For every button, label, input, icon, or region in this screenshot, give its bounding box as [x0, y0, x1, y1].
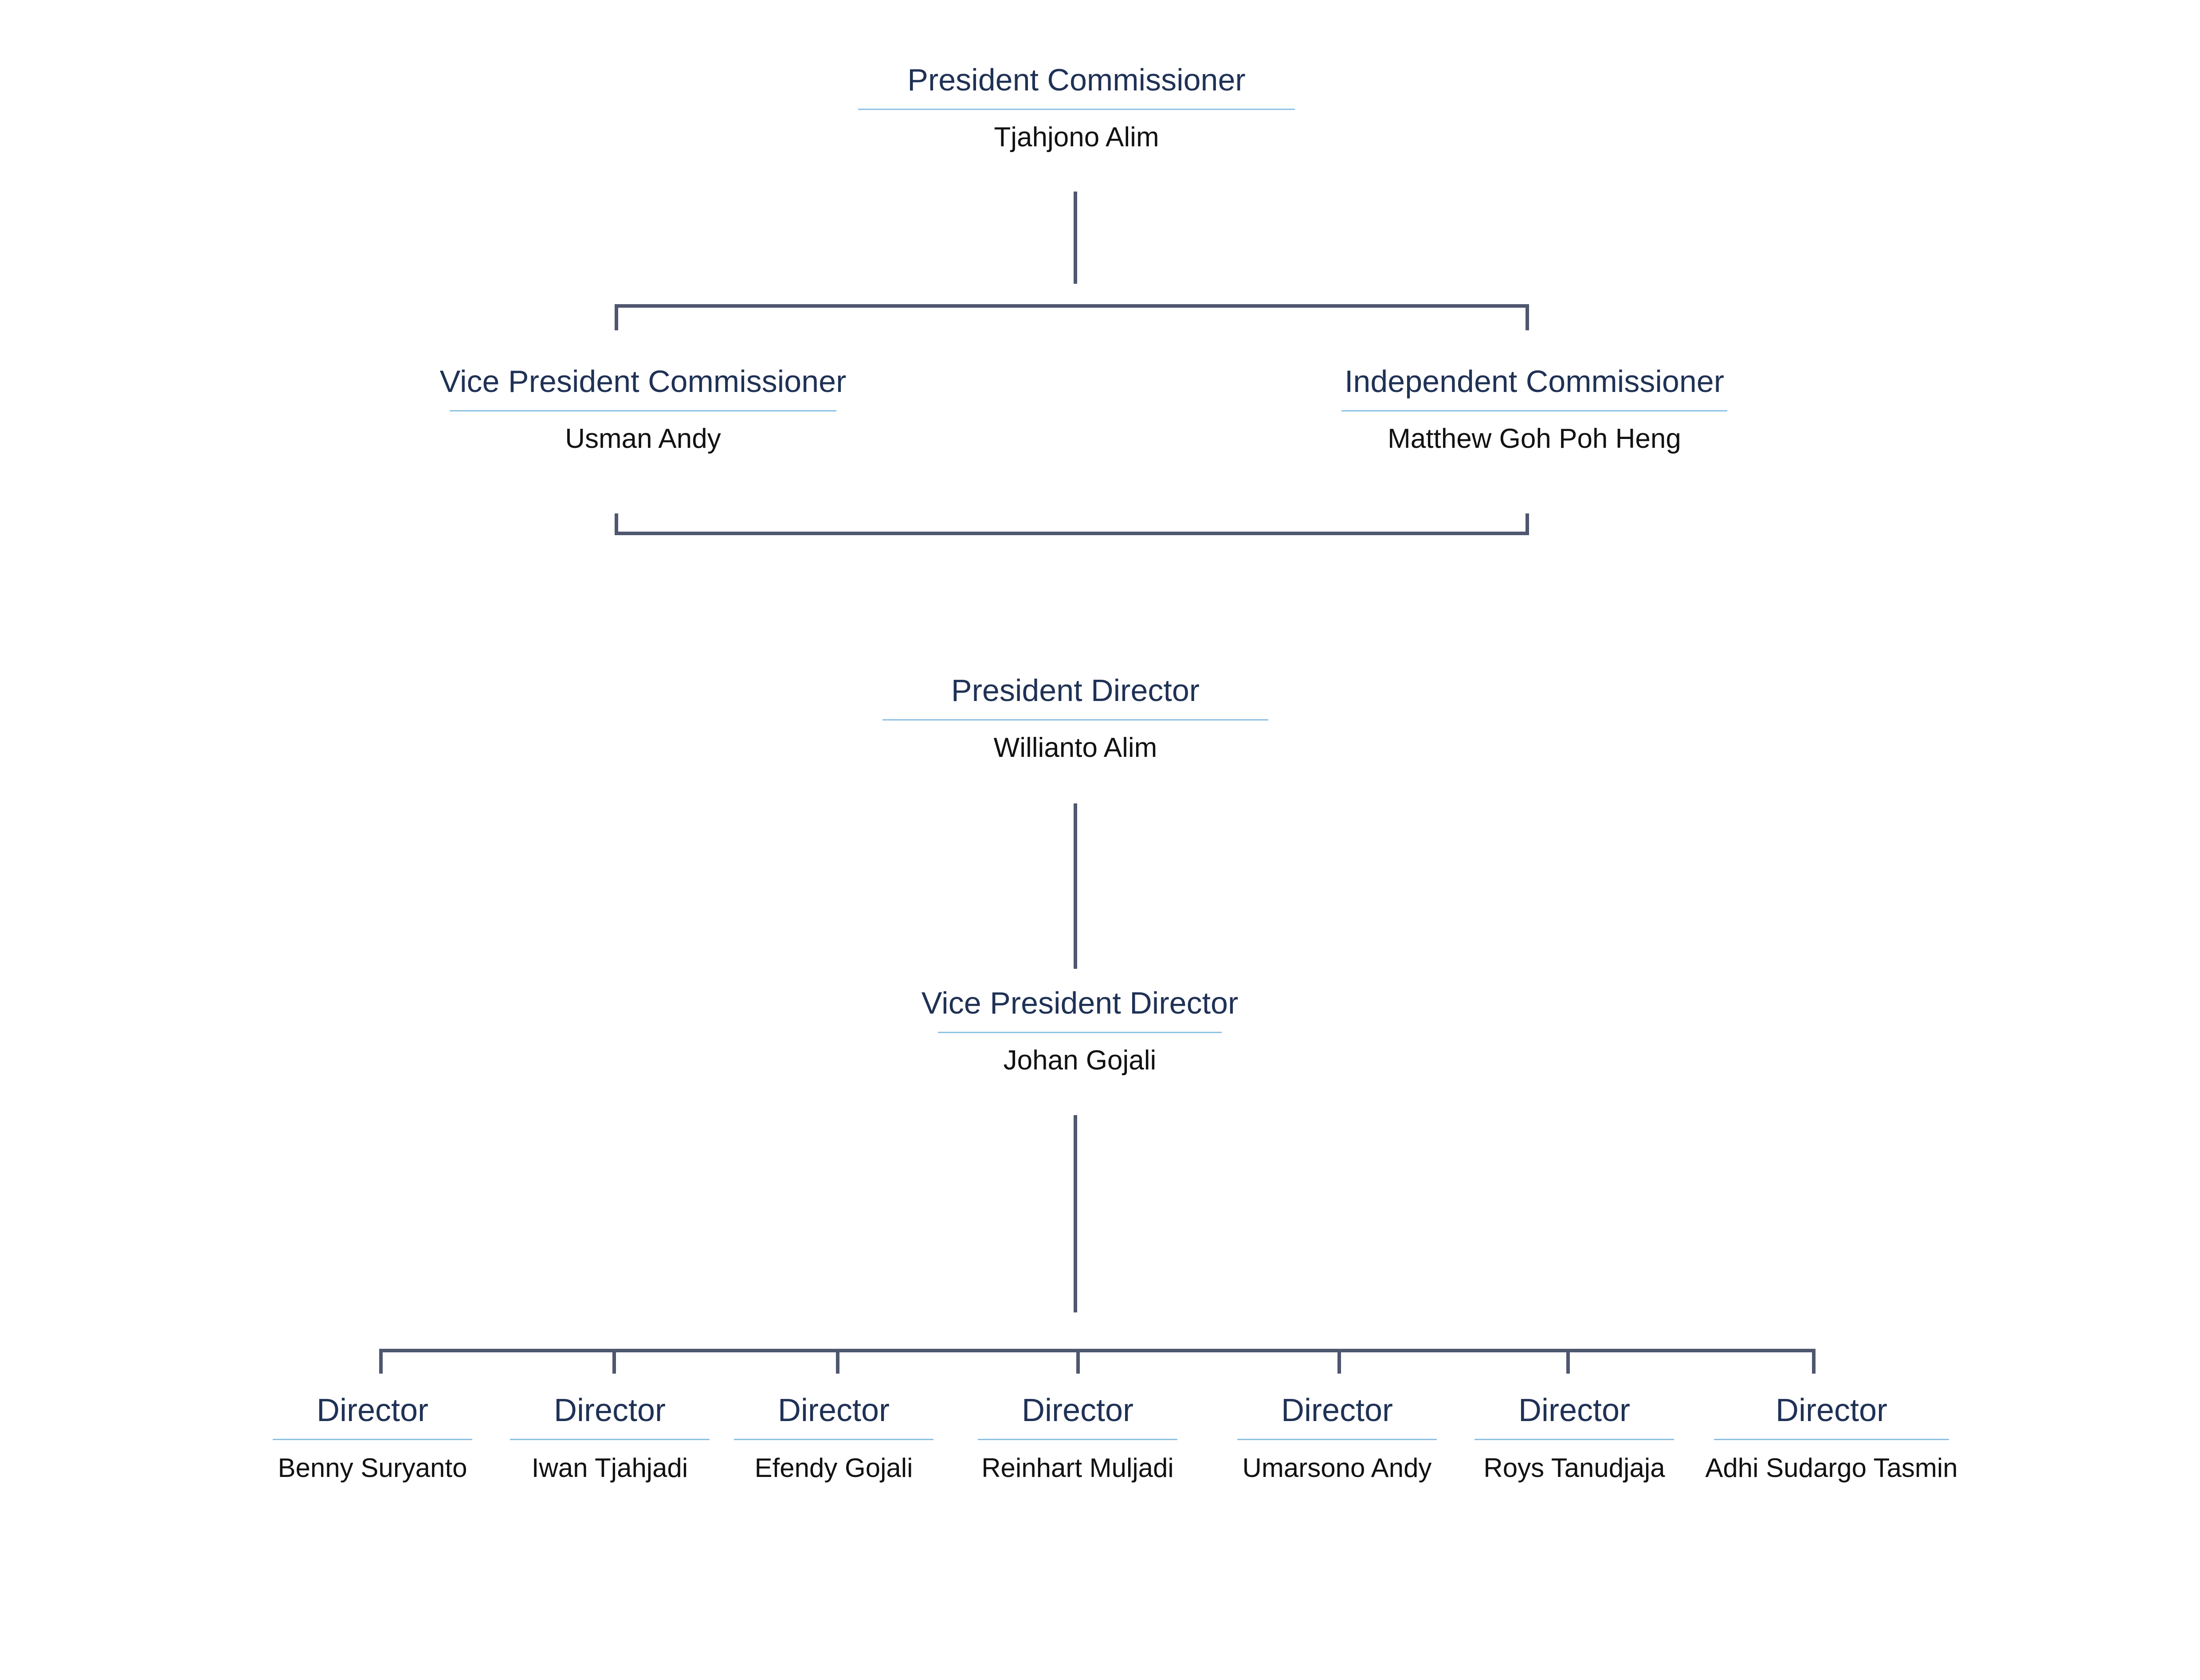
director-node-6: Director Roys Tanudjaja: [1463, 1392, 1685, 1483]
person-name: Roys Tanudjaja: [1483, 1453, 1665, 1483]
person-name: Matthew Goh Poh Heng: [1388, 423, 1681, 454]
role-title: Director: [316, 1393, 429, 1428]
director-node-2: Director Iwan Tjahjadi: [499, 1392, 721, 1483]
title-underline: [273, 1438, 472, 1440]
vice-president-commissioner-node: Vice President Commissioner Usman Andy: [417, 364, 869, 454]
title-underline: [510, 1438, 710, 1440]
title-underline: [882, 719, 1268, 721]
title-underline: [1237, 1438, 1437, 1440]
president-director-node: President Director Willianto Alim: [882, 673, 1268, 764]
bracket-commissioners-top: [615, 304, 1529, 330]
role-title: Director: [1281, 1393, 1393, 1428]
role-title: Vice President Commissioner: [439, 364, 847, 399]
director-node-1: Director Benny Suryanto: [266, 1392, 479, 1483]
title-underline: [938, 1031, 1222, 1033]
role-title: President Director: [951, 673, 1200, 708]
role-title: Director: [1775, 1393, 1888, 1428]
person-name: Tjahjono Alim: [994, 121, 1159, 153]
role-title: Director: [553, 1393, 666, 1428]
role-title: Director: [1518, 1393, 1631, 1428]
person-name: Benny Suryanto: [278, 1453, 467, 1483]
president-commissioner-node: President Commissioner Tjahjono Alim: [858, 62, 1295, 153]
person-name: Efendy Gojali: [754, 1453, 913, 1483]
person-name: Willianto Alim: [993, 732, 1157, 763]
title-underline: [1714, 1438, 1949, 1440]
title-underline: [858, 108, 1295, 110]
role-title: Vice President Director: [921, 986, 1239, 1020]
vice-president-director-node: Vice President Director Johan Gojali: [909, 985, 1251, 1076]
title-underline: [1341, 410, 1727, 411]
title-underline: [734, 1438, 933, 1440]
role-title: Director: [777, 1393, 890, 1428]
person-name: Iwan Tjahjadi: [531, 1453, 688, 1483]
director-node-3: Director Efendy Gojali: [727, 1392, 940, 1483]
director-node-4: Director Reinhart Muljadi: [962, 1392, 1193, 1483]
person-name: Umarsono Andy: [1242, 1453, 1432, 1483]
title-underline: [978, 1438, 1177, 1440]
person-name: Adhi Sudargo Tasmin: [1705, 1453, 1958, 1483]
person-name: Usman Andy: [565, 423, 721, 454]
director-node-5: Director Umarsono Andy: [1222, 1392, 1452, 1483]
bracket-commissioners-bottom: [615, 513, 1529, 535]
director-node-7: Director Adhi Sudargo Tasmin: [1690, 1392, 1973, 1483]
person-name: Johan Gojali: [1003, 1045, 1157, 1076]
person-name: Reinhart Muljadi: [981, 1453, 1174, 1483]
independent-commissioner-node: Independent Commissioner Matthew Goh Poh…: [1324, 364, 1745, 454]
role-title: President Commissioner: [907, 63, 1246, 97]
title-underline: [1475, 1438, 1674, 1440]
role-title: Independent Commissioner: [1344, 364, 1725, 399]
title-underline: [450, 410, 836, 411]
role-title: Director: [1021, 1393, 1134, 1428]
